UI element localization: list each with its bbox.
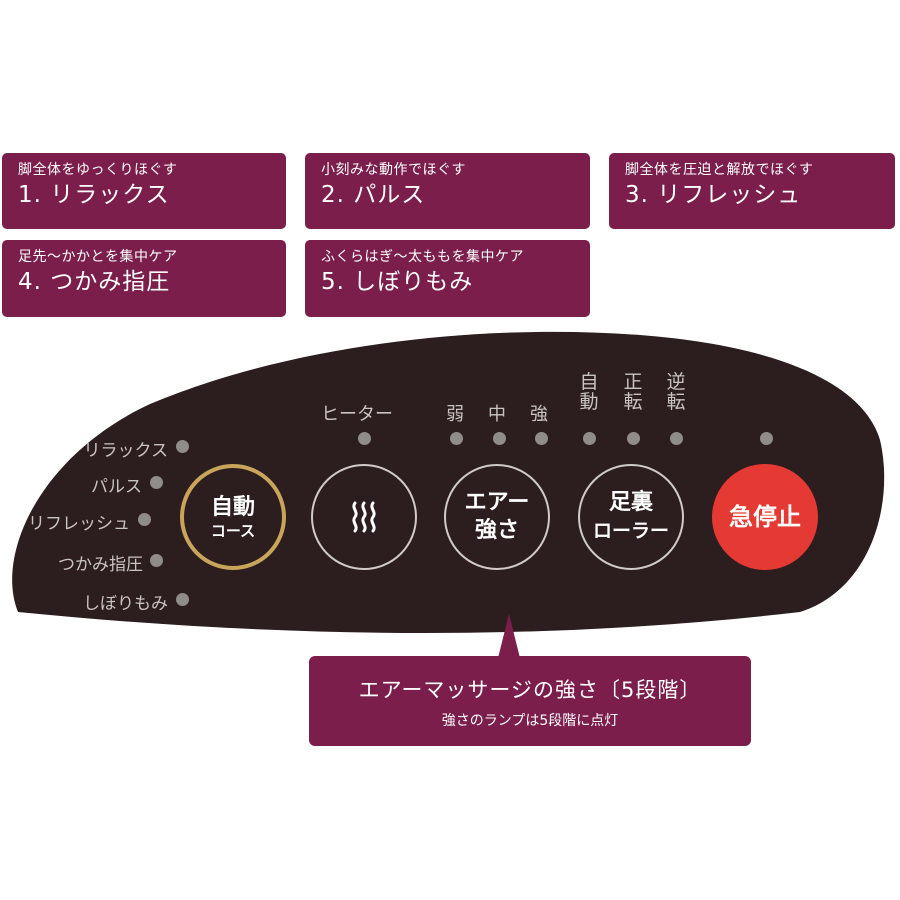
callout-title: エアーマッサージの強さ〔5段階〕 bbox=[358, 678, 702, 702]
course-label-grip-shiatsu: つかみ指圧 bbox=[58, 555, 143, 575]
air-medium-lamp bbox=[493, 432, 506, 445]
heat-wave-icon bbox=[352, 501, 376, 533]
air-weak-lamp bbox=[450, 432, 463, 445]
sole-roller-button[interactable]: 足裏 ローラー bbox=[578, 464, 684, 570]
heater-button[interactable] bbox=[311, 464, 417, 570]
course-lamp-squeeze bbox=[176, 593, 189, 606]
sole-roller-button-label: 足裏 bbox=[608, 490, 653, 515]
roller-reverse-label: 逆転 bbox=[666, 371, 686, 413]
air-strong-lamp bbox=[535, 432, 548, 445]
roller-auto-lamp bbox=[583, 432, 596, 445]
mode-card-relax: 脚全体をゆっくりほぐす 1. リラックス bbox=[2, 153, 286, 229]
emergency-stop-button[interactable]: 急停止 bbox=[712, 464, 818, 570]
auto-course-button[interactable]: 自動 コース bbox=[180, 464, 286, 570]
course-label-squeeze: しぼりもみ bbox=[83, 594, 168, 614]
stop-lamp bbox=[760, 432, 773, 445]
air-strong-label: 強 bbox=[530, 404, 548, 425]
air-medium-label: 中 bbox=[488, 404, 506, 425]
mode-card-subtitle: 足先〜かかとを集中ケア bbox=[18, 249, 178, 265]
auto-course-button-label: 自動 bbox=[210, 495, 255, 520]
course-lamp-grip-shiatsu bbox=[150, 554, 163, 567]
course-lamp-pulse bbox=[150, 476, 163, 489]
course-label-refresh: リフレッシュ bbox=[28, 514, 130, 534]
heater-lamp bbox=[358, 432, 371, 445]
sole-roller-button-sublabel: ローラー bbox=[592, 520, 669, 542]
roller-forward-lamp bbox=[627, 432, 640, 445]
auto-course-button-sublabel: コース bbox=[210, 522, 256, 540]
mode-card-squeeze: ふくらはぎ〜太ももを集中ケア 5. しぼりもみ bbox=[305, 240, 590, 317]
heater-indicator-label: ヒーター bbox=[321, 404, 393, 425]
air-weak-label: 弱 bbox=[446, 404, 464, 425]
emergency-stop-button-label: 急停止 bbox=[729, 503, 801, 531]
mode-card-subtitle: 脚全体を圧迫と解放でほぐす bbox=[625, 162, 814, 178]
mode-card-name: 4. つかみ指圧 bbox=[18, 269, 171, 295]
roller-reverse-lamp bbox=[670, 432, 683, 445]
course-lamp-relax bbox=[176, 440, 189, 453]
callout-pointer bbox=[498, 614, 520, 658]
roller-auto-label: 自動 bbox=[579, 371, 599, 413]
callout-note: 強さのランプは5段階に点灯 bbox=[441, 713, 619, 729]
roller-forward-label: 正転 bbox=[623, 371, 643, 413]
air-intensity-callout: エアーマッサージの強さ〔5段階〕 強さのランプは5段階に点灯 bbox=[309, 656, 751, 746]
course-lamp-refresh bbox=[138, 513, 151, 526]
course-label-pulse: パルス bbox=[91, 477, 142, 497]
mode-card-subtitle: 脚全体をゆっくりほぐす bbox=[18, 162, 178, 178]
mode-card-subtitle: ふくらはぎ〜太ももを集中ケア bbox=[321, 249, 524, 265]
mode-card-name: 3. リフレッシュ bbox=[625, 182, 802, 208]
mode-card-refresh: 脚全体を圧迫と解放でほぐす 3. リフレッシュ bbox=[609, 153, 895, 229]
air-intensity-button-label: エアー bbox=[464, 490, 530, 515]
mode-card-subtitle: 小刻みな動作でほぐす bbox=[321, 162, 466, 178]
mode-card-name: 1. リラックス bbox=[18, 182, 170, 208]
course-label-relax: リラックス bbox=[83, 441, 169, 461]
mode-card-name: 5. しぼりもみ bbox=[321, 269, 474, 295]
air-intensity-button-sublabel: 強さ bbox=[474, 518, 519, 543]
air-intensity-button[interactable]: エアー 強さ bbox=[444, 464, 550, 570]
mode-card-name: 2. パルス bbox=[321, 182, 426, 208]
mode-card-pulse: 小刻みな動作でほぐす 2. パルス bbox=[305, 153, 590, 229]
mode-card-grip-shiatsu: 足先〜かかとを集中ケア 4. つかみ指圧 bbox=[2, 240, 286, 317]
